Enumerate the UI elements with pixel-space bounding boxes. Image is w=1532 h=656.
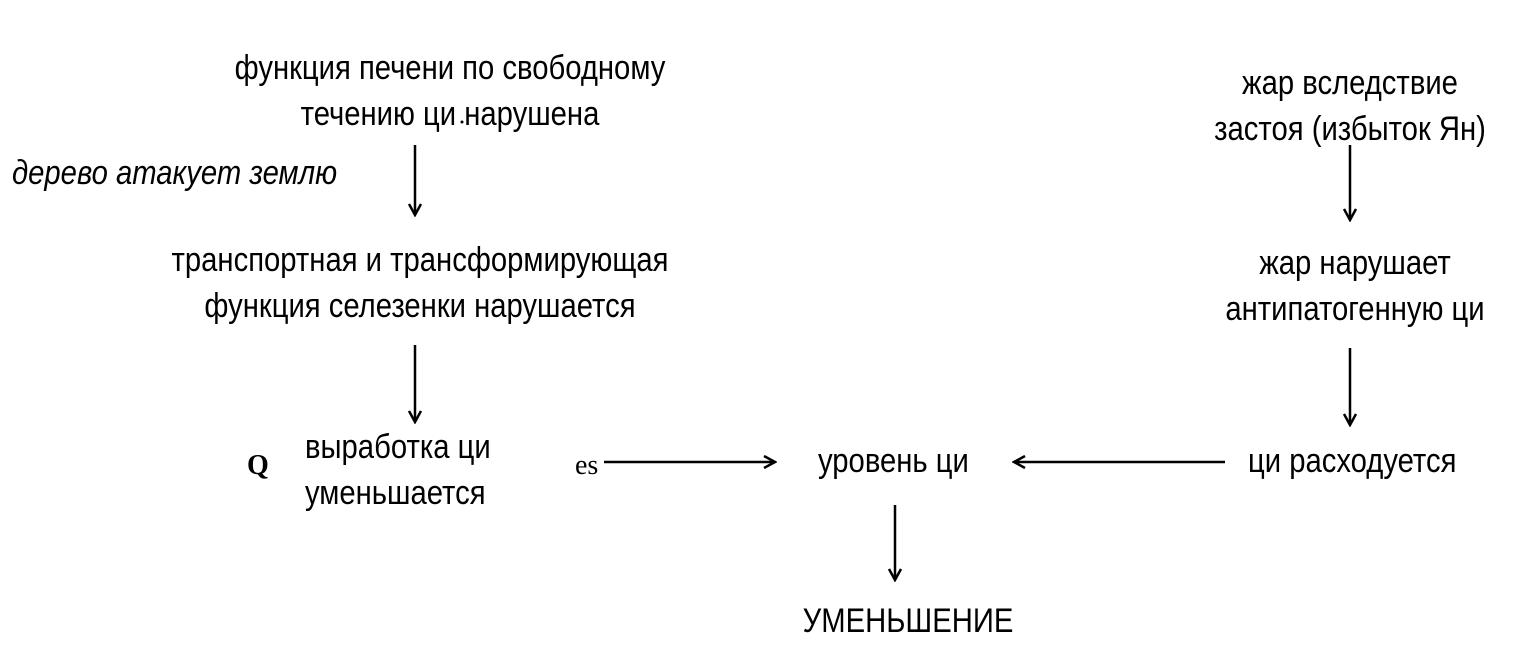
node-decrease: УМЕНЬШЕНИЕ (802, 602, 1014, 640)
node-liver: функция печени по свободному течению ци … (235, 45, 666, 137)
node-heat-disrupts-line: антипатогенную ци (1225, 290, 1485, 328)
node-spleen-line: функция селезенки нарушается (204, 287, 636, 325)
node-production-line: выработка ци (305, 428, 491, 466)
label-wood-attacks-earth: дерево атакует землю (12, 154, 338, 192)
node-spleen-line: транспортная и трансформирующая (171, 241, 669, 279)
node-heat-stagnation-line: жар вследствие (1242, 64, 1458, 102)
artifact-q: Q (247, 450, 269, 481)
node-heat-stagnation: жар вследствие застоя (избыток Ян) (1214, 60, 1486, 152)
node-heat-disrupts-line: жар нарушает (1259, 244, 1451, 282)
node-liver-line: функция печени по свободному (234, 49, 666, 87)
node-heat-disrupts: жар нарушает антипатогенную ци (1225, 240, 1484, 332)
node-qi-level: уровень ци (818, 442, 969, 480)
stray-dot (460, 120, 464, 124)
node-production-line: уменьшается (305, 474, 486, 512)
node-liver-line: течению ци нарушена (300, 95, 600, 133)
node-qi-consumed: ци расходуется (1248, 442, 1457, 480)
artifact-es: es (575, 450, 599, 481)
node-spleen: транспортная и трансформирующая функция … (172, 237, 669, 329)
node-heat-stagnation-line: застоя (избыток Ян) (1214, 110, 1486, 148)
node-production: выработка ци уменьшается (305, 424, 491, 516)
